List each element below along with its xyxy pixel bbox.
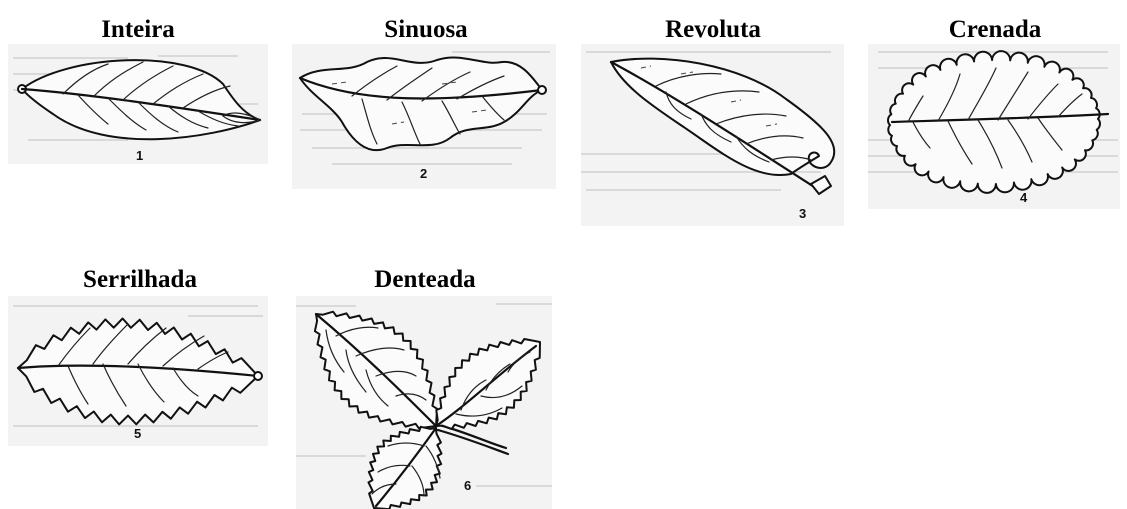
leaf-title-denteada: Denteada xyxy=(360,266,490,294)
sinuate-margin-leaf-illustration: 2 xyxy=(292,44,556,189)
leaf-number-1: 1 xyxy=(136,148,143,163)
leaf-title-serrilhada: Serrilhada xyxy=(60,266,220,294)
leaf-title-inteira: Inteira xyxy=(88,16,188,44)
leaf-number-4: 4 xyxy=(1020,190,1028,205)
leaf-number-5: 5 xyxy=(134,426,141,441)
serrate-margin-leaf-illustration: 5 xyxy=(8,296,268,446)
leaf-panel-crenada: 4 xyxy=(868,44,1120,209)
leaf-panel-revoluta: 3 xyxy=(581,44,844,226)
leaf-panel-serrilhada: 5 xyxy=(8,296,268,446)
leaf-number-2: 2 xyxy=(420,166,427,181)
leaf-number-6: 6 xyxy=(464,478,471,493)
leaf-title-sinuosa: Sinuosa xyxy=(366,16,486,44)
leaf-title-revoluta: Revoluta xyxy=(648,16,778,44)
leaf-panel-inteira: 1 xyxy=(8,44,268,164)
entire-margin-leaf-illustration: 1 xyxy=(8,44,268,164)
revolute-margin-leaf-illustration: 3 xyxy=(581,44,844,226)
crenate-margin-leaf-illustration: 4 xyxy=(868,44,1120,209)
leaf-panel-sinuosa: 2 xyxy=(292,44,556,189)
dentate-margin-compound-leaf-illustration: 6 xyxy=(296,296,552,509)
leaf-number-3: 3 xyxy=(799,206,806,221)
leaf-panel-denteada: 6 xyxy=(296,296,552,509)
leaf-title-crenada: Crenada xyxy=(935,16,1055,44)
